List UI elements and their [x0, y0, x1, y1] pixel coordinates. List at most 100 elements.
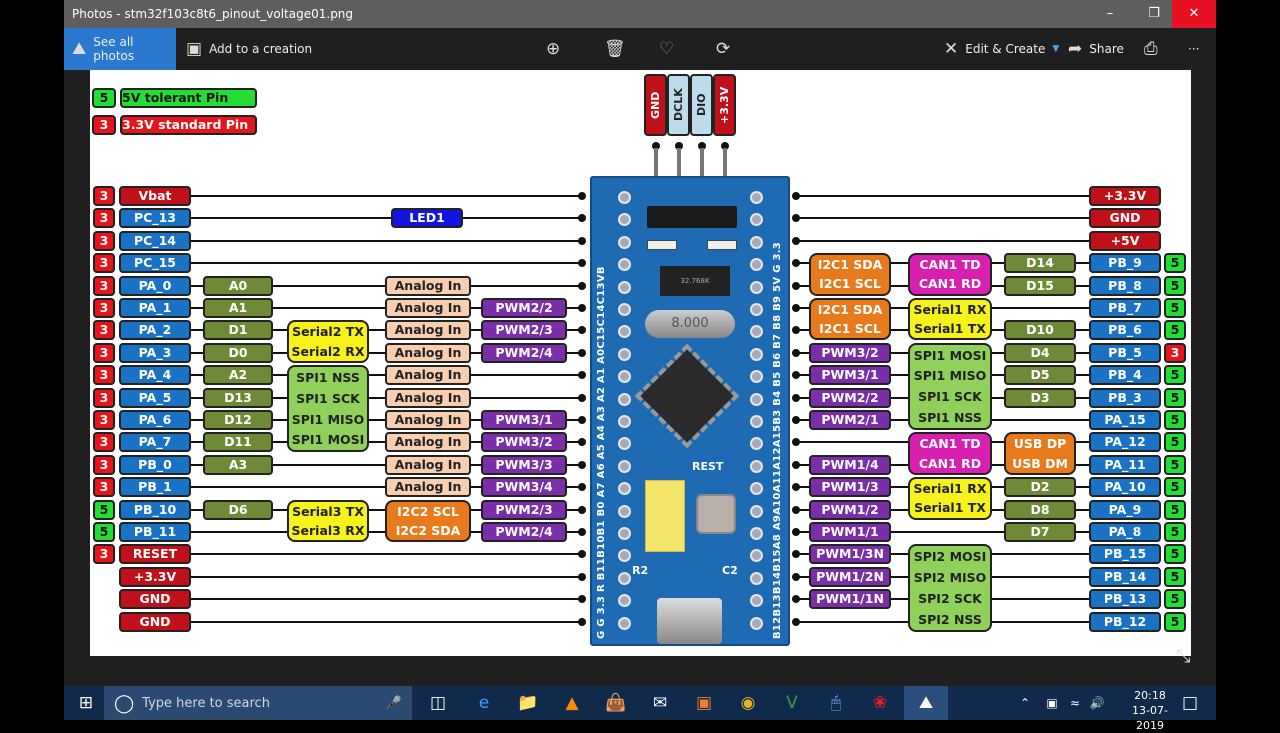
pwm-label: PWM1/1: [809, 522, 891, 542]
arduino-pin-label: A2: [203, 365, 273, 386]
arduino-pin-label: D7: [1004, 522, 1076, 542]
start-button[interactable]: ⊞: [64, 686, 108, 720]
rtc-crystal: 32.768K: [660, 266, 730, 296]
group-line: SPI2 MISO: [913, 570, 987, 586]
add-to-creation-button[interactable]: ▣ Add to a creation: [186, 28, 312, 70]
group-line: SPI2 SCK: [918, 590, 982, 606]
restore-button[interactable]: ❐: [1148, 6, 1160, 21]
vlc-button[interactable]: ▲: [550, 686, 594, 720]
pin-dot: [792, 483, 800, 492]
pin-hole: [618, 482, 631, 496]
voltage-badge: 5: [1164, 410, 1186, 430]
minimize-button[interactable]: –: [1106, 6, 1114, 21]
chevron-down-icon: ▼: [1052, 44, 1060, 54]
pin-hole: [750, 213, 763, 227]
taskbar-search-box[interactable]: ◯ Type here to search 🎤: [104, 686, 412, 720]
pin-dot: [792, 572, 800, 581]
show-hidden-icons-button[interactable]: ⌃: [1020, 686, 1030, 720]
favorite-button[interactable]: ♡: [659, 28, 674, 70]
task-view-button[interactable]: ◫: [416, 686, 460, 720]
pwm-label: PWM3/2: [481, 432, 567, 453]
pin-dot: [578, 393, 586, 402]
voltage-badge: 5: [1164, 275, 1186, 296]
more-button[interactable]: ···: [1188, 42, 1200, 56]
analog-in-label: Analog In: [385, 342, 471, 363]
analog-in-label: Analog In: [385, 365, 471, 386]
right-pin-pb_3: PB_3: [1089, 387, 1161, 408]
rotate-button[interactable]: ⟳: [716, 28, 730, 70]
pin-dot: [792, 550, 800, 559]
pin-hole: [750, 370, 763, 384]
pin-hole: [750, 235, 763, 249]
voltage-badge: 5: [93, 499, 115, 520]
mail-button[interactable]: ✉: [638, 686, 682, 720]
print-button[interactable]: ⎙: [1144, 28, 1158, 70]
share-button[interactable]: ➦ Share: [1068, 28, 1124, 70]
chrome-button[interactable]: ◉: [726, 686, 770, 720]
pin-dot: [792, 460, 800, 469]
pin-hole: [750, 616, 763, 630]
pin-dot: [792, 304, 800, 312]
delete-button[interactable]: 🗑: [604, 28, 626, 70]
pin-hole: [618, 594, 631, 608]
left-pin-pa_0: PA_0: [119, 275, 191, 296]
pin-hole: [618, 415, 631, 428]
voltage-badge: 5: [1164, 365, 1186, 386]
close-button[interactable]: ✕: [1172, 0, 1216, 28]
pin-hole: [618, 392, 631, 406]
see-all-photos-label: See all photos: [93, 35, 135, 63]
microphone-icon: 🎤: [385, 695, 402, 711]
trace-line: [796, 531, 1090, 533]
group-line: SPI1 SCK: [918, 389, 982, 405]
app-orange-button[interactable]: ▣: [682, 686, 726, 720]
zoom-button[interactable]: ⊕: [546, 28, 560, 70]
edge-button[interactable]: e: [462, 686, 506, 720]
volume-icon[interactable]: 🔊: [1089, 696, 1105, 710]
wifi-icon[interactable]: ≈: [1069, 696, 1081, 710]
action-center-button[interactable]: □: [1170, 686, 1210, 720]
analog-in-label: Analog In: [385, 298, 471, 318]
r2-label: R2: [632, 564, 649, 577]
pin-hole: [618, 616, 631, 630]
voltage-badge: 3: [1164, 342, 1186, 363]
arduino-pin-label: D2: [1004, 477, 1076, 498]
voltage-badge: 5: [93, 522, 115, 542]
see-all-photos-button[interactable]: ⛰ See all photos: [64, 28, 176, 70]
header-pin-dclk: DCLK: [667, 74, 690, 136]
reset-button: [696, 494, 736, 534]
voltage-badge: 3: [93, 387, 115, 408]
taskbar: ⊞ ◯ Type here to search 🎤 ◫ e 📁 ▲ 👜 ✉ ▣ …: [64, 686, 1216, 732]
power-icon[interactable]: ▣: [1046, 696, 1058, 710]
pin-dot: [792, 236, 800, 245]
analog-in-label: Analog In: [385, 410, 471, 430]
right-pin-pb_8: PB_8: [1089, 275, 1161, 296]
spreadsheet-app-button[interactable]: V: [770, 686, 814, 720]
acrobat-button[interactable]: ❀: [858, 686, 902, 720]
pwm-label: PWM3/4: [481, 477, 567, 498]
photos-window: Photos - stm32f103c8t6_pinout_voltage01.…: [64, 0, 1216, 686]
creation-icon: ▣: [186, 38, 203, 59]
arduino-pin-label: A0: [203, 275, 273, 296]
group-line: SPI2 NSS: [918, 611, 982, 627]
voltage-badge: 3: [93, 253, 115, 274]
file-explorer-button[interactable]: 📁: [506, 686, 550, 720]
left-pin-pb_10: PB_10: [119, 499, 191, 520]
cortana-icon: ◯: [114, 692, 135, 714]
arduino-pin-label: D15: [1004, 275, 1076, 296]
voltage-badge: 3: [93, 342, 115, 363]
store-button[interactable]: 👜: [594, 686, 638, 720]
pin-dot: [578, 550, 586, 559]
network-app-button[interactable]: 🖱: [814, 686, 858, 720]
trace-line: [190, 217, 582, 220]
arduino-pin-label: D13: [203, 387, 273, 408]
edit-create-button[interactable]: ✕ Edit & Create ▼: [944, 28, 1059, 70]
expand-icon[interactable]: ⤡: [1176, 646, 1191, 667]
right-pin-pb_7: PB_7: [1089, 298, 1161, 318]
photos-taskbar-button[interactable]: ⛰: [904, 686, 948, 720]
trace-line: [796, 195, 1090, 197]
left-pin-pb_1: PB_1: [119, 477, 191, 498]
group-line: I2C1 SDA: [817, 257, 883, 273]
group-line: SPI1 MISO: [913, 368, 987, 384]
pin-dot: [578, 460, 586, 469]
